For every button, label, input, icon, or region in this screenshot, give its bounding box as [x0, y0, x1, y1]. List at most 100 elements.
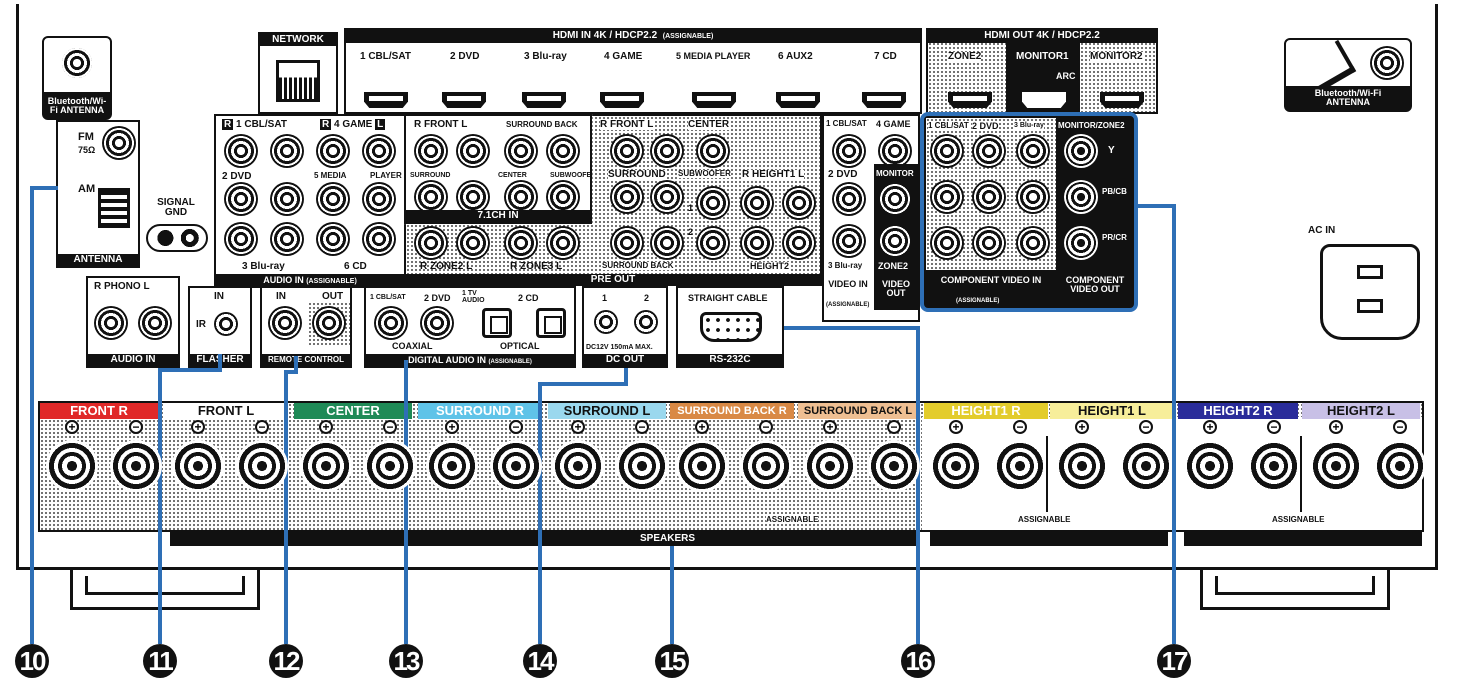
video-in-bluray[interactable]	[832, 224, 866, 258]
hdmi-in-port-1[interactable]	[364, 92, 408, 108]
pre-out-height2-r[interactable]	[740, 226, 774, 260]
digital-coax-2[interactable]	[420, 306, 454, 340]
spk-front-r-minus-terminal[interactable]	[110, 440, 162, 492]
signal-gnd-terminal[interactable]	[146, 224, 208, 252]
ch71-front-r[interactable]	[414, 134, 448, 168]
ch71-sb-r[interactable]	[504, 134, 538, 168]
pre-out-height1-l[interactable]	[782, 186, 816, 220]
pre-out-front-r[interactable]	[610, 134, 644, 168]
pre-out-zone3-r[interactable]	[504, 226, 538, 260]
digital-coax-1[interactable]	[374, 306, 408, 340]
pre-out-zone2-l[interactable]	[456, 226, 490, 260]
am-terminal[interactable]	[98, 188, 130, 228]
comp-in-cbl-y[interactable]	[930, 134, 964, 168]
spk-height2-l-minus-terminal[interactable]	[1374, 440, 1426, 492]
spk-sb-l-minus-terminal[interactable]	[868, 440, 920, 492]
audio-in-cbl-r[interactable]	[224, 134, 258, 168]
comp-in-dvd-pb[interactable]	[972, 180, 1006, 214]
spk-height1-r-plus-terminal[interactable]	[930, 440, 982, 492]
ch71-surround-l[interactable]	[456, 180, 490, 214]
pre-out-sub-1[interactable]	[696, 186, 730, 220]
spk-surround-r-minus-terminal[interactable]	[490, 440, 542, 492]
spk-center-minus-terminal[interactable]	[364, 440, 416, 492]
hdmi-in-port-5[interactable]	[692, 92, 736, 108]
audio-in-cbl-l[interactable]	[270, 134, 304, 168]
spk-sb-l-plus-terminal[interactable]	[804, 440, 856, 492]
spk-height2-r-minus-terminal[interactable]	[1248, 440, 1300, 492]
spk-front-r-plus-terminal[interactable]	[46, 440, 98, 492]
hdmi-out-port-monitor1[interactable]	[1022, 92, 1066, 108]
pre-out-height2-l[interactable]	[782, 226, 816, 260]
comp-out-pb[interactable]	[1064, 180, 1098, 214]
pre-out-surround-r[interactable]	[610, 180, 644, 214]
hdmi-out-port-monitor2[interactable]	[1100, 92, 1144, 108]
remote-in-jack[interactable]	[268, 306, 302, 340]
audio-in-game-r[interactable]	[316, 134, 350, 168]
pre-out-sub-2[interactable]	[696, 226, 730, 260]
hdmi-in-port-4[interactable]	[600, 92, 644, 108]
comp-in-dvd-y[interactable]	[972, 134, 1006, 168]
audio-in-cd-r[interactable]	[316, 222, 350, 256]
hdmi-in-port-2[interactable]	[442, 92, 486, 108]
ch71-sb-l[interactable]	[546, 134, 580, 168]
hdmi-out-port-zone2[interactable]	[948, 92, 992, 108]
comp-out-y[interactable]	[1064, 134, 1098, 168]
spk-sb-r-minus-terminal[interactable]	[740, 440, 792, 492]
spk-height2-r-plus-terminal[interactable]	[1184, 440, 1236, 492]
rs232-port[interactable]	[700, 312, 762, 342]
video-out-monitor[interactable]	[878, 182, 912, 216]
hdmi-in-port-6[interactable]	[776, 92, 820, 108]
pre-out-sb-r[interactable]	[610, 226, 644, 260]
pre-out-height1-r[interactable]	[740, 186, 774, 220]
audio-in-dvd-l[interactable]	[270, 182, 304, 216]
comp-in-bluray-y[interactable]	[1016, 134, 1050, 168]
spk-front-l-minus-terminal[interactable]	[236, 440, 288, 492]
video-out-zone2[interactable]	[878, 224, 912, 258]
spk-center-plus-terminal[interactable]	[300, 440, 352, 492]
audio-in-bluray-r[interactable]	[224, 222, 258, 256]
spk-height1-r-minus-terminal[interactable]	[994, 440, 1046, 492]
digital-optical-2[interactable]	[536, 308, 566, 338]
phono-l[interactable]	[138, 306, 172, 340]
comp-in-dvd-pr[interactable]	[972, 226, 1006, 260]
dc-out-2-jack[interactable]	[634, 310, 658, 334]
audio-in-media-l[interactable]	[362, 182, 396, 216]
ac-in-socket[interactable]	[1320, 244, 1420, 340]
spk-height2-l-plus-terminal[interactable]	[1310, 440, 1362, 492]
comp-in-cbl-pb[interactable]	[930, 180, 964, 214]
spk-front-l-plus-terminal[interactable]	[172, 440, 224, 492]
audio-in-cd-l[interactable]	[362, 222, 396, 256]
pre-out-sb-l[interactable]	[650, 226, 684, 260]
spk-height1-l-minus-terminal[interactable]	[1120, 440, 1172, 492]
flasher-jack[interactable]	[214, 312, 238, 336]
comp-in-cbl-pr[interactable]	[930, 226, 964, 260]
hdmi-in-port-3[interactable]	[522, 92, 566, 108]
ch71-surround-r[interactable]	[414, 180, 448, 214]
spk-height1-l-plus-terminal[interactable]	[1056, 440, 1108, 492]
pre-out-center[interactable]	[696, 134, 730, 168]
pre-out-surround-l[interactable]	[650, 180, 684, 214]
ch71-front-l[interactable]	[456, 134, 490, 168]
dc-out-1-jack[interactable]	[594, 310, 618, 334]
pre-out-zone3-l[interactable]	[546, 226, 580, 260]
hdmi-in-port-7[interactable]	[862, 92, 906, 108]
audio-in-bluray-l[interactable]	[270, 222, 304, 256]
phono-r[interactable]	[94, 306, 128, 340]
antenna-terminal-icon[interactable]	[1370, 46, 1404, 80]
video-in-cbl[interactable]	[832, 134, 866, 168]
audio-in-media-r[interactable]	[316, 182, 350, 216]
spk-surround-r-plus-terminal[interactable]	[426, 440, 478, 492]
digital-optical-1[interactable]	[482, 308, 512, 338]
comp-out-pr[interactable]	[1064, 226, 1098, 260]
remote-out-jack[interactable]	[312, 306, 346, 340]
spk-surround-l-minus-terminal[interactable]	[616, 440, 668, 492]
video-in-game[interactable]	[878, 134, 912, 168]
spk-surround-l-plus-terminal[interactable]	[552, 440, 604, 492]
fm-terminal[interactable]	[102, 126, 136, 160]
spk-sb-r-plus-terminal[interactable]	[676, 440, 728, 492]
comp-in-bluray-pb[interactable]	[1016, 180, 1050, 214]
audio-in-game-l[interactable]	[362, 134, 396, 168]
network-port[interactable]	[276, 60, 320, 102]
ch71-subwoofer[interactable]	[546, 180, 580, 214]
comp-in-bluray-pr[interactable]	[1016, 226, 1050, 260]
